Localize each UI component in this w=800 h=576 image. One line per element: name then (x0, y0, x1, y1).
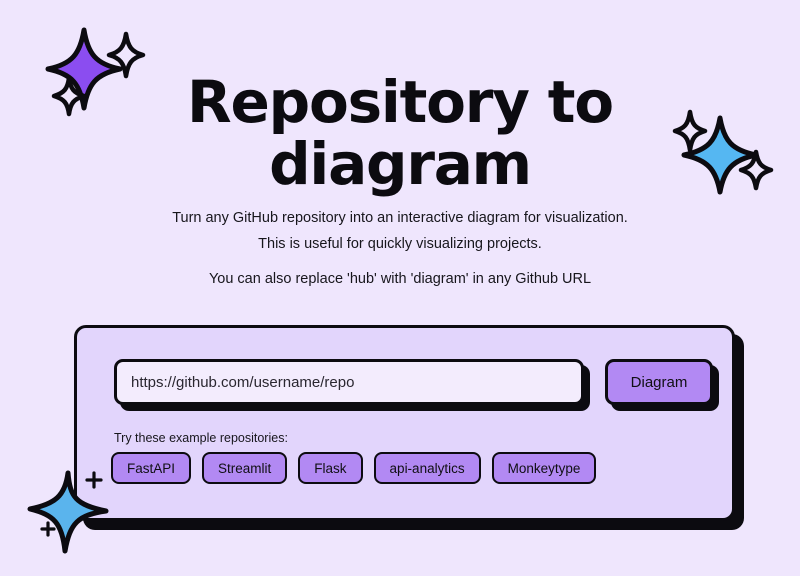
card-surface: Diagram Try these example repositories: … (74, 325, 735, 521)
repo-url-input[interactable] (114, 359, 584, 405)
repo-form: Diagram (114, 359, 713, 405)
page-subtitle: Turn any GitHub repository into an inter… (0, 205, 800, 292)
example-repo-chips: FastAPI Streamlit Flask api-analytics Mo… (111, 452, 597, 484)
subtitle-line-3: You can also replace 'hub' with 'diagram… (208, 271, 592, 287)
subtitle-line-1: Turn any GitHub repository into an inter… (172, 210, 628, 226)
generate-diagram-button[interactable]: Diagram (605, 359, 713, 405)
example-chip-api-analytics[interactable]: api-analytics (373, 452, 481, 484)
page-title-line-1: Repository to (187, 67, 614, 136)
example-chip-streamlit[interactable]: Streamlit (202, 452, 288, 484)
example-chip-flask[interactable]: Flask (298, 452, 363, 484)
page-title: Repository to diagram (0, 71, 800, 195)
example-chip-monkeytype[interactable]: Monkeytype (491, 452, 597, 484)
subtitle-line-2: This is useful for quickly visualizing p… (258, 236, 542, 252)
page-title-line-2: diagram (269, 129, 532, 198)
repo-input-card: Diagram Try these example repositories: … (74, 325, 735, 521)
example-chip-fastapi[interactable]: FastAPI (111, 452, 192, 484)
examples-label: Try these example repositories: (114, 431, 288, 445)
